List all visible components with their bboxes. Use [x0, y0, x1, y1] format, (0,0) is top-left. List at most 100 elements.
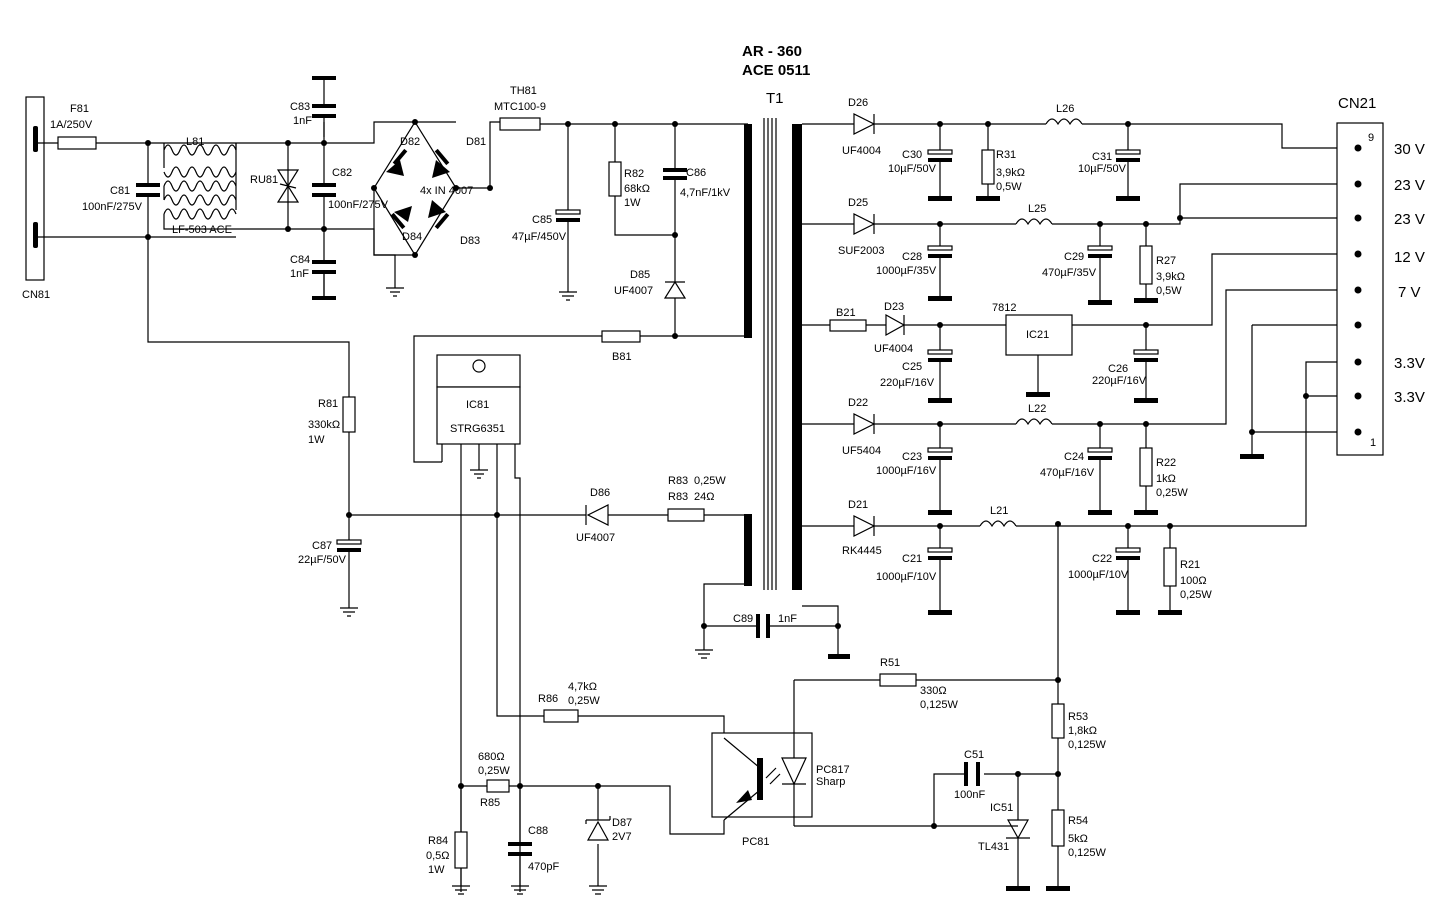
- svg-text:B81: B81: [612, 351, 632, 363]
- output-voltages: 30 V 23 V 23 V 12 V 7 V 3.3V 3.3V: [1394, 141, 1425, 406]
- svg-text:0,25W: 0,25W: [568, 695, 600, 707]
- output-label-7v: 7 V: [1398, 284, 1421, 301]
- svg-text:R51: R51: [880, 657, 900, 669]
- capacitor-c85: C85 47µF/450V: [512, 209, 581, 243]
- svg-text:UF5404: UF5404: [842, 445, 881, 457]
- svg-text:4,7nF/1kV: 4,7nF/1kV: [680, 187, 731, 199]
- svg-text:5kΩ: 5kΩ: [1068, 833, 1088, 845]
- svg-text:0,5W: 0,5W: [996, 181, 1022, 193]
- svg-text:TL431: TL431: [978, 841, 1009, 853]
- svg-text:C23: C23: [902, 451, 922, 463]
- svg-text:22µF/50V: 22µF/50V: [298, 554, 347, 566]
- svg-text:C83: C83: [290, 101, 310, 113]
- capacitor-c81: C81 100nF/275V: [82, 183, 160, 213]
- svg-text:470pF: 470pF: [528, 861, 559, 873]
- svg-text:1A/250V: 1A/250V: [50, 119, 93, 131]
- svg-text:LF-503 ACE: LF-503 ACE: [172, 224, 232, 236]
- svg-text:3,9kΩ: 3,9kΩ: [996, 167, 1025, 179]
- svg-text:R83: R83: [668, 491, 688, 503]
- svg-text:C22: C22: [1092, 553, 1112, 565]
- svg-text:220µF/16V: 220µF/16V: [1092, 375, 1147, 387]
- svg-text:47µF/450V: 47µF/450V: [512, 231, 567, 243]
- svg-text:RU81: RU81: [250, 174, 278, 186]
- svg-text:1,8kΩ: 1,8kΩ: [1068, 725, 1097, 737]
- t1-label: T1: [766, 90, 784, 107]
- svg-text:24Ω: 24Ω: [694, 491, 714, 503]
- svg-text:220µF/16V: 220µF/16V: [880, 377, 935, 389]
- svg-text:MTC100-9: MTC100-9: [494, 101, 546, 113]
- resistor-r53: R53 1,8kΩ 0,125W: [1051, 703, 1107, 751]
- svg-text:L81: L81: [186, 136, 204, 148]
- svg-text:D81: D81: [466, 136, 486, 148]
- svg-text:1kΩ: 1kΩ: [1156, 473, 1176, 485]
- svg-text:C86: C86: [686, 167, 706, 179]
- transformer-t1: T1: [744, 90, 802, 590]
- output-label-30v: 30 V: [1394, 141, 1425, 158]
- rail-3v3: D21 RK4445 C21 1000µF/10V L21 C22 1000µF…: [802, 361, 1358, 615]
- svg-text:IC51: IC51: [990, 802, 1013, 814]
- svg-text:0,25W: 0,25W: [478, 765, 510, 777]
- output-label-12v: 12 V: [1394, 249, 1425, 266]
- svg-text:R54: R54: [1068, 815, 1088, 827]
- svg-text:100Ω: 100Ω: [1180, 575, 1207, 587]
- svg-text:R86: R86: [538, 693, 558, 705]
- svg-text:C21: C21: [902, 553, 922, 565]
- shunt-ic51: IC51 TL431: [978, 802, 1030, 853]
- rail-7v: D22 UF5404 C23 1000µF/16V L22 C24 470µF/…: [802, 289, 1358, 515]
- optocoupler-pc81: PC817 Sharp PC81: [711, 680, 850, 848]
- svg-text:100nF/275V: 100nF/275V: [82, 201, 143, 213]
- svg-text:4x IN 4007: 4x IN 4007: [420, 185, 473, 197]
- svg-text:R85: R85: [480, 797, 500, 809]
- svg-text:UF4007: UF4007: [576, 532, 615, 544]
- resistor-r86: R86 4,7kΩ 0,25W: [538, 681, 600, 723]
- svg-text:D87: D87: [612, 817, 632, 829]
- svg-text:C30: C30: [902, 149, 922, 161]
- svg-text:100nF: 100nF: [954, 789, 985, 801]
- svg-text:R27: R27: [1156, 255, 1176, 267]
- svg-text:UF4004: UF4004: [842, 145, 881, 157]
- svg-text:PC817: PC817: [816, 764, 850, 776]
- svg-text:R53: R53: [1068, 711, 1088, 723]
- svg-text:F81: F81: [70, 103, 89, 115]
- svg-text:0,25W: 0,25W: [1156, 487, 1188, 499]
- svg-text:Sharp: Sharp: [816, 776, 845, 788]
- svg-text:L25: L25: [1028, 203, 1046, 215]
- capacitor-c87: C87 22µF/50V: [298, 539, 362, 617]
- svg-text:C82: C82: [332, 167, 352, 179]
- aux-winding-path: [349, 514, 850, 659]
- capacitor-c89: C89 1nF: [733, 613, 797, 638]
- svg-text:1000µF/35V: 1000µF/35V: [876, 265, 937, 277]
- svg-text:UF4007: UF4007: [614, 285, 653, 297]
- svg-text:C84: C84: [290, 254, 310, 266]
- cn21-label: CN21: [1338, 95, 1376, 112]
- svg-text:R21: R21: [1180, 559, 1200, 571]
- svg-text:C29: C29: [1064, 251, 1084, 263]
- diode-d85: D85 UF4007: [614, 269, 687, 299]
- svg-text:330kΩ: 330kΩ: [308, 419, 340, 431]
- svg-text:C24: C24: [1064, 451, 1084, 463]
- svg-text:470µF/35V: 470µF/35V: [1042, 267, 1097, 279]
- diode-d86: D86 UF4007: [576, 487, 615, 544]
- capacitor-c51: C51 100nF: [954, 749, 985, 801]
- title-line1: AR - 360: [742, 43, 802, 60]
- svg-text:1W: 1W: [428, 864, 445, 876]
- svg-text:PC81: PC81: [742, 836, 770, 848]
- bridge-rectifier: D82 D81 D84 D83 4x IN 4007: [371, 119, 500, 297]
- svg-text:7812: 7812: [992, 302, 1016, 314]
- primary-bus: [413, 123, 748, 463]
- svg-text:D82: D82: [400, 136, 420, 148]
- svg-text:D25: D25: [848, 197, 868, 209]
- resistor-r82: R82 68kΩ 1W: [608, 161, 650, 209]
- svg-text:R31: R31: [996, 149, 1016, 161]
- input-connector-cn81: CN81: [22, 96, 50, 301]
- resistor-r51: R51 330Ω 0,125W: [879, 657, 959, 711]
- svg-text:3,9kΩ: 3,9kΩ: [1156, 271, 1185, 283]
- output-label-3v3-b: 3.3V: [1394, 389, 1425, 406]
- svg-text:C51: C51: [964, 749, 984, 761]
- svg-text:R83: R83: [668, 475, 688, 487]
- svg-text:0,25W: 0,25W: [694, 475, 726, 487]
- svg-text:R81: R81: [318, 398, 338, 410]
- title-line2: ACE 0511: [742, 62, 810, 79]
- svg-text:D86: D86: [590, 487, 610, 499]
